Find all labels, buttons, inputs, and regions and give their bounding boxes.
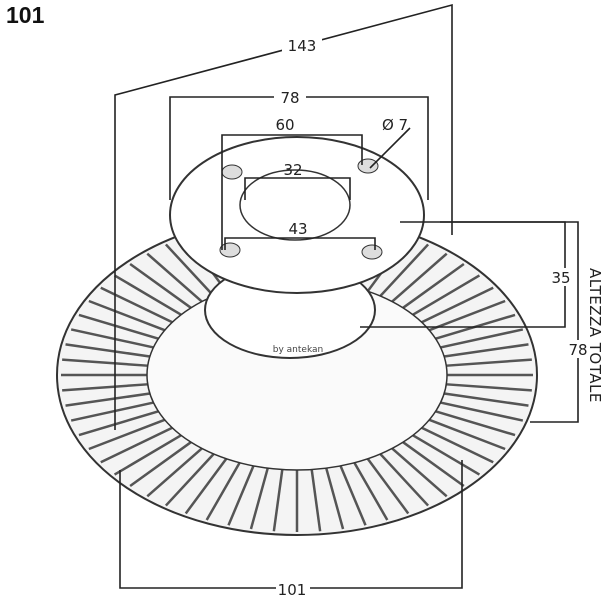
- fin: [391, 447, 448, 498]
- fin: [428, 418, 506, 451]
- fin: [412, 274, 481, 316]
- fin: [379, 243, 430, 297]
- fin: [446, 383, 532, 392]
- fin: [62, 383, 148, 392]
- label-43: 43: [288, 220, 307, 238]
- fin: [391, 252, 448, 303]
- bolt-hole: [361, 244, 383, 260]
- label-35: 35: [551, 269, 570, 287]
- fin: [272, 469, 284, 532]
- fin: [310, 469, 322, 532]
- fin: [88, 299, 166, 332]
- fin: [70, 328, 154, 349]
- label-diameter: Ø 7: [382, 116, 408, 134]
- fin: [440, 328, 524, 349]
- label-143: 143: [288, 37, 317, 55]
- fin: [100, 426, 173, 464]
- fin: [443, 392, 529, 407]
- fin: [62, 358, 148, 367]
- label-78-top: 78: [280, 89, 299, 107]
- fin: [421, 426, 494, 464]
- fin: [366, 458, 410, 515]
- fin: [435, 410, 516, 437]
- dimension-labels: 143 78 60 Ø 7 32 43 35 78 101 ALTEZZA TO…: [273, 36, 604, 599]
- label-32: 32: [283, 161, 302, 179]
- fin: [164, 453, 215, 507]
- fin: [88, 418, 166, 451]
- fin: [325, 467, 345, 530]
- fin: [146, 447, 203, 498]
- part-number: 101: [6, 2, 45, 28]
- fin: [353, 462, 389, 521]
- dim-78-right: [440, 221, 579, 423]
- fin: [113, 274, 182, 316]
- fin: [440, 401, 524, 422]
- fin: [146, 252, 203, 303]
- fin: [339, 465, 367, 526]
- fin: [129, 262, 192, 309]
- fin: [113, 434, 182, 476]
- bolt-hole: [219, 242, 241, 258]
- fin: [65, 392, 151, 407]
- fin: [402, 262, 465, 309]
- dim-60: [221, 134, 363, 250]
- label-101: 101: [278, 581, 307, 599]
- fin: [164, 243, 215, 297]
- label-60: 60: [275, 116, 294, 134]
- bolt-hole: [221, 164, 243, 180]
- fin: [412, 434, 481, 476]
- fin: [402, 441, 465, 488]
- fin: [129, 441, 192, 488]
- fin: [227, 465, 255, 526]
- fin: [65, 343, 151, 358]
- label-78-right: 78: [568, 341, 587, 359]
- fin: [78, 410, 159, 437]
- fin: [205, 462, 241, 521]
- center-bore: [239, 169, 351, 241]
- dim-diameter-leader: [369, 127, 411, 169]
- watermark: by antekan: [273, 345, 323, 355]
- dim-32: [244, 177, 351, 200]
- total-height-label: ALTEZZA TOTALE: [586, 268, 604, 403]
- fan-clutch-illustration: [56, 136, 538, 536]
- radial-fins: [61, 218, 533, 532]
- bolt-hole: [357, 158, 379, 174]
- fin: [184, 458, 228, 515]
- fin: [70, 401, 154, 422]
- fin: [443, 343, 529, 358]
- fin: [421, 286, 494, 324]
- fin: [78, 313, 159, 340]
- fin: [428, 299, 506, 332]
- fin: [379, 453, 430, 507]
- fin: [446, 358, 532, 367]
- fin: [249, 467, 269, 530]
- fin: [100, 286, 173, 324]
- dim-43: [224, 237, 376, 250]
